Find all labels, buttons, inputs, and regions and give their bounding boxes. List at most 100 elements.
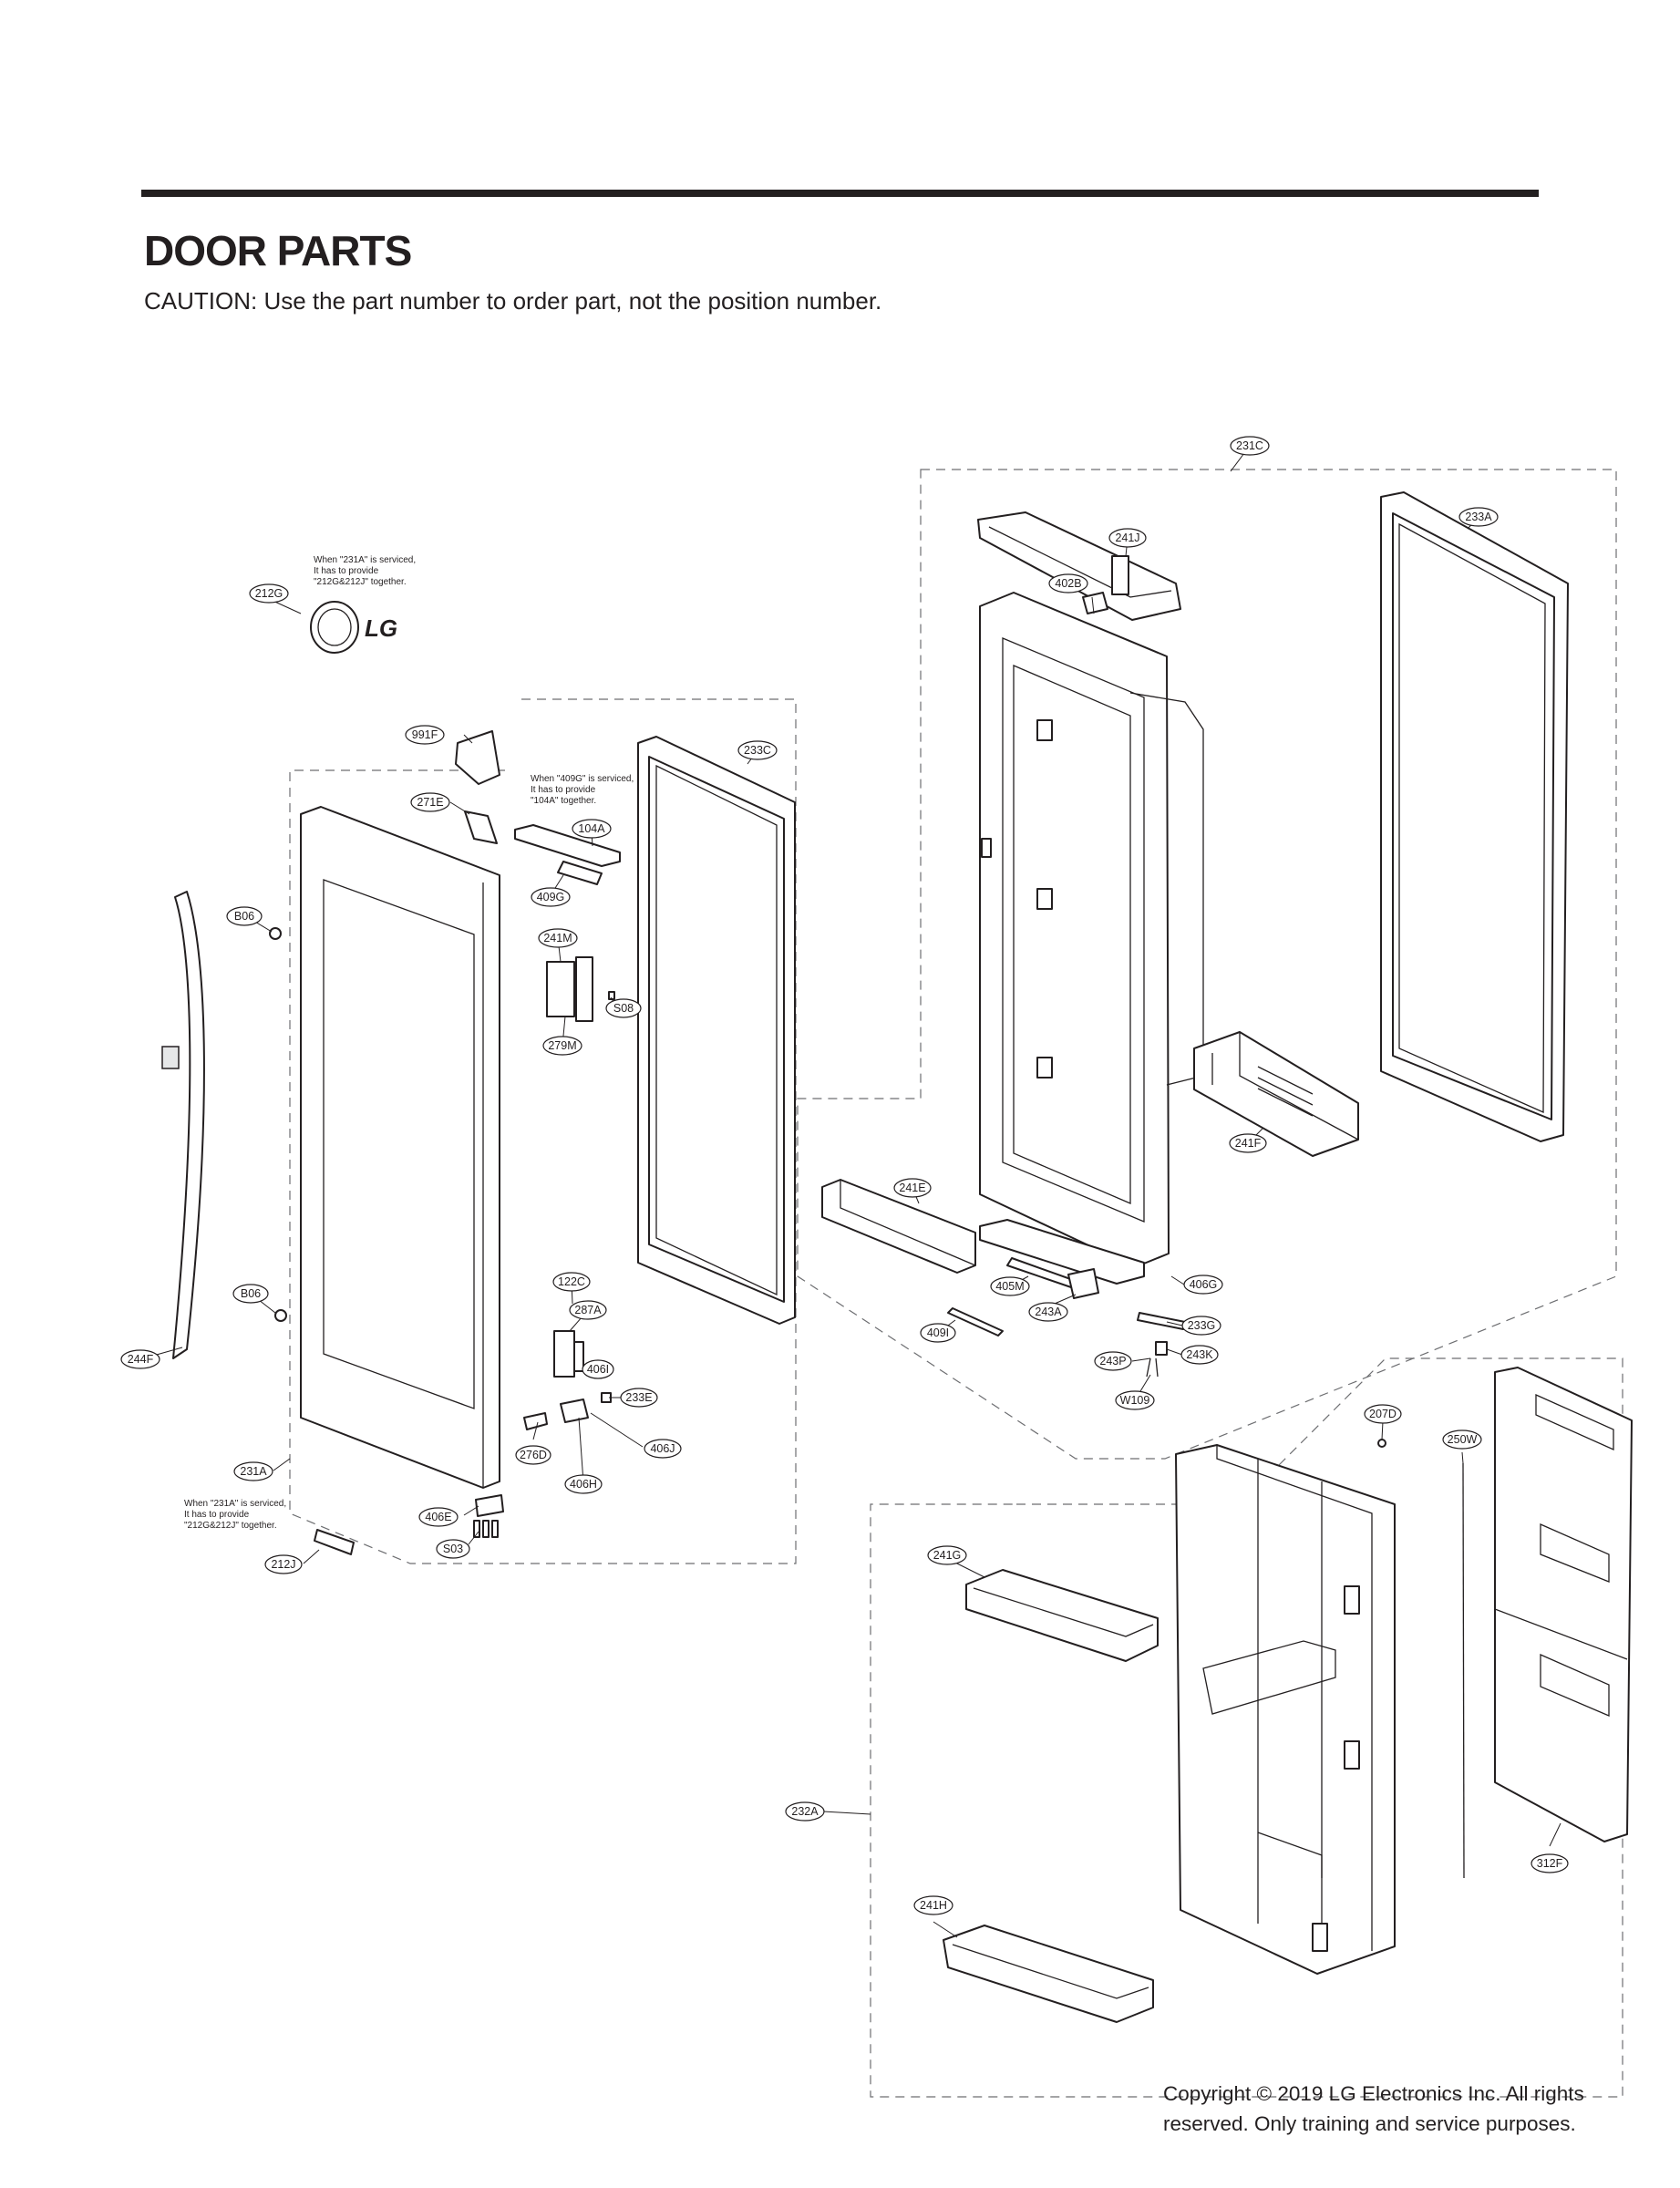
svg-text:991F: 991F xyxy=(412,728,438,741)
svg-text:402B: 402B xyxy=(1055,577,1081,590)
svg-text:241J: 241J xyxy=(1115,532,1139,544)
page-title: DOOR PARTS xyxy=(144,227,412,274)
svg-text:207D: 207D xyxy=(1369,1408,1397,1420)
svg-text:243A: 243A xyxy=(1035,1306,1062,1318)
position-label: 233A xyxy=(1458,507,1499,527)
position-label: 231C xyxy=(1230,436,1270,456)
svg-text:241F: 241F xyxy=(1235,1137,1262,1150)
latch-241M-279M xyxy=(546,956,615,1022)
svg-text:250W: 250W xyxy=(1448,1433,1478,1446)
position-label: 241G xyxy=(927,1545,967,1565)
svg-text:244F: 244F xyxy=(128,1353,154,1366)
svg-text:W109: W109 xyxy=(1120,1394,1150,1407)
position-label: 250W xyxy=(1442,1429,1482,1450)
svg-text:409I: 409I xyxy=(927,1326,949,1339)
svg-text:243P: 243P xyxy=(1099,1355,1126,1368)
position-label: B06 xyxy=(226,906,263,926)
svg-text:104A: 104A xyxy=(578,822,605,835)
svg-text:233A: 233A xyxy=(1465,511,1492,523)
svg-text:271E: 271E xyxy=(417,796,443,809)
bin-241H xyxy=(943,1925,1154,2023)
position-label: 104A xyxy=(572,819,612,839)
lg-emblem-212G: LG xyxy=(310,601,397,654)
svg-text:232A: 232A xyxy=(791,1805,819,1818)
position-label: 409I xyxy=(920,1323,956,1343)
position-label: 279M xyxy=(542,1036,582,1056)
header-rule xyxy=(141,190,1539,197)
hinge-bracket-241J xyxy=(977,511,1181,621)
svg-text:233G: 233G xyxy=(1188,1319,1216,1332)
svg-text:"104A" together.: "104A" together. xyxy=(531,796,596,806)
svg-text:S08: S08 xyxy=(613,1002,634,1015)
position-label: 241F xyxy=(1229,1133,1267,1153)
position-label: 405M xyxy=(990,1276,1030,1296)
svg-text:"212G&212J" together.: "212G&212J" together. xyxy=(184,1521,277,1531)
svg-text:S03: S03 xyxy=(443,1543,463,1555)
position-label: 402B xyxy=(1048,573,1088,593)
svg-text:It has to provide: It has to provide xyxy=(314,566,379,576)
svg-text:241M: 241M xyxy=(543,932,572,944)
svg-text:241G: 241G xyxy=(933,1549,962,1562)
svg-text:It has to provide: It has to provide xyxy=(184,1510,250,1520)
svg-text:406I: 406I xyxy=(587,1363,609,1376)
position-label: 287A xyxy=(569,1300,607,1320)
bin-241G xyxy=(965,1569,1159,1662)
door-gasket-233A xyxy=(1380,491,1569,1142)
svg-text:"212G&212J" together.: "212G&212J" together. xyxy=(314,577,407,587)
svg-text:312F: 312F xyxy=(1537,1857,1563,1870)
position-label: 406G xyxy=(1183,1275,1223,1295)
position-label: B06 xyxy=(232,1284,269,1304)
clip-402B xyxy=(1082,592,1108,614)
basket-241E xyxy=(821,1179,976,1274)
door-gasket-233C xyxy=(637,736,796,1325)
service-note-top: When "231A" is serviced, It has to provi… xyxy=(314,555,416,587)
copyright-line-2: reserved. Only training and service purp… xyxy=(1163,2112,1576,2135)
lg-logo-text: LG xyxy=(365,614,397,642)
svg-text:233E: 233E xyxy=(625,1391,652,1404)
screws-B06 xyxy=(269,927,287,1322)
svg-text:243K: 243K xyxy=(1186,1348,1213,1361)
assembly-boundary-lower-right xyxy=(870,1357,1623,2098)
svg-text:406H: 406H xyxy=(570,1478,597,1491)
svg-text:When "231A" is serviced,: When "231A" is serviced, xyxy=(184,1499,286,1509)
position-label: S03 xyxy=(436,1539,470,1559)
svg-text:212J: 212J xyxy=(271,1558,295,1571)
position-label: 406H xyxy=(564,1474,603,1494)
hinge-parts-271E-991F xyxy=(455,730,500,844)
position-label: 243P xyxy=(1094,1351,1132,1371)
position-label: 244F xyxy=(120,1349,160,1369)
cover-104A-409G xyxy=(514,824,621,885)
badge-212J xyxy=(314,1529,355,1555)
cover-panel-312F xyxy=(1494,1367,1633,1842)
position-label: 233C xyxy=(737,740,778,760)
position-label: 122C xyxy=(552,1272,591,1292)
svg-text:122C: 122C xyxy=(558,1275,585,1288)
position-label: 207D xyxy=(1364,1404,1402,1424)
guide-pieces-405M-409I-406G xyxy=(947,1219,1186,1378)
position-label: 406E xyxy=(418,1507,459,1527)
svg-text:406G: 406G xyxy=(1190,1278,1218,1291)
bin-241F xyxy=(1193,1031,1359,1157)
position-label: 276D xyxy=(515,1445,551,1465)
lower-hinge-parts xyxy=(473,1330,612,1538)
svg-text:241H: 241H xyxy=(920,1899,947,1912)
position-label: 212J xyxy=(264,1554,303,1574)
position-label: 271E xyxy=(410,792,450,812)
svg-text:It has to provide: It has to provide xyxy=(531,785,596,795)
assembly-boundary-upper-right xyxy=(797,469,1617,1460)
position-label: 243K xyxy=(1180,1345,1219,1365)
svg-text:409G: 409G xyxy=(537,891,565,903)
position-label: 406I xyxy=(582,1359,614,1379)
assembly-boundary-door xyxy=(289,698,797,1564)
service-note-middle: When "409G" is serviced, It has to provi… xyxy=(531,774,634,806)
position-label: 991F xyxy=(405,725,445,745)
svg-text:When "409G" is serviced,: When "409G" is serviced, xyxy=(531,774,634,784)
handle-244F xyxy=(161,891,205,1359)
service-note-bottom: When "231A" is serviced, It has to provi… xyxy=(184,1499,286,1531)
copyright-line-1: Copyright © 2019 LG Electronics Inc. All… xyxy=(1163,2082,1584,2105)
screw-207D xyxy=(1377,1439,1386,1448)
position-label: 231A xyxy=(233,1461,273,1481)
svg-text:241E: 241E xyxy=(899,1182,925,1194)
position-label: S08 xyxy=(605,998,642,1018)
